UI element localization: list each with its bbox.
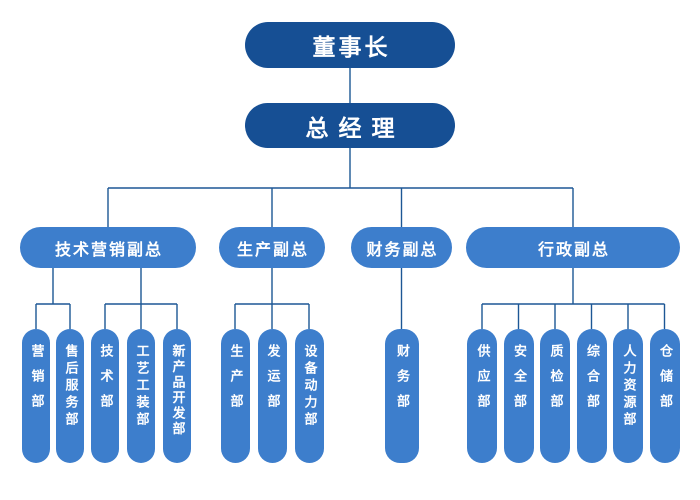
dept-node-quality-inspection: 质检部 bbox=[540, 329, 570, 463]
shipping-dept-label: 发运部 bbox=[264, 344, 280, 419]
after-sales-service-dept-label: 售后服务部 bbox=[62, 344, 78, 429]
org-node-chairman: 董事长 bbox=[245, 22, 455, 68]
chairman-label: 董事长 bbox=[312, 35, 391, 61]
admin-vp-label: 行政副总 bbox=[537, 239, 610, 259]
supply-dept-label: 供应部 bbox=[474, 344, 490, 419]
technology-dept-label: 技术部 bbox=[97, 344, 113, 419]
equipment-power-dept-label: 设备动力部 bbox=[301, 344, 317, 429]
human-resources-dept-label: 人力资源部 bbox=[620, 344, 636, 429]
dept-node-after-sales-service: 售后服务部 bbox=[56, 329, 84, 463]
org-node-admin-vp: 行政副总 bbox=[466, 227, 680, 268]
connector-vp-distribution bbox=[107, 187, 574, 227]
production-dept-label: 生产部 bbox=[227, 344, 243, 419]
dept-node-equipment-power: 设备动力部 bbox=[294, 329, 324, 463]
org-node-general-manager: 总经理 bbox=[245, 103, 455, 148]
dept-node-human-resources: 人力资源部 bbox=[613, 329, 643, 463]
general-manager-label: 总经理 bbox=[305, 115, 405, 142]
tech-marketing-vp-label: 技术营销副总 bbox=[54, 239, 163, 259]
general-affairs-dept-label: 综合部 bbox=[584, 344, 599, 419]
finance-vp-label: 财务副总 bbox=[366, 239, 439, 259]
org-node-tech-marketing-vp: 技术营销副总 bbox=[20, 227, 196, 268]
dept-node-supply: 供应部 bbox=[467, 329, 497, 463]
dept-node-shipping: 发运部 bbox=[257, 329, 287, 463]
connector-tech-marketing-left-branch bbox=[35, 268, 71, 329]
dept-node-general-affairs: 综合部 bbox=[576, 329, 607, 463]
dept-node-technology: 技术部 bbox=[91, 329, 119, 463]
marketing-dept-label: 营销部 bbox=[28, 344, 44, 419]
finance-dept-label: 财务部 bbox=[394, 344, 409, 419]
warehouse-dept-label: 仓储部 bbox=[657, 344, 672, 419]
new-product-development-dept-label: 新产品开发部 bbox=[169, 344, 185, 437]
dept-node-finance: 财务部 bbox=[384, 329, 419, 463]
connector-production-branch bbox=[234, 268, 310, 329]
quality-inspection-dept-label: 质检部 bbox=[547, 344, 563, 419]
org-node-finance-vp: 财务副总 bbox=[351, 227, 452, 268]
dept-node-safety: 安全部 bbox=[503, 329, 534, 463]
process-tooling-dept-label: 工艺工装部 bbox=[133, 344, 149, 429]
dept-node-warehouse: 仓储部 bbox=[649, 329, 680, 463]
connector-tech-marketing-right-branch bbox=[104, 268, 178, 329]
dept-node-production: 生产部 bbox=[220, 329, 250, 463]
dept-node-process-tooling: 工艺工装部 bbox=[127, 329, 155, 463]
dept-node-marketing: 营销部 bbox=[22, 329, 50, 463]
production-vp-label: 生产副总 bbox=[236, 239, 309, 259]
org-node-production-vp: 生产副总 bbox=[219, 227, 325, 268]
safety-dept-label: 安全部 bbox=[511, 344, 526, 419]
dept-node-new-product-development: 新产品开发部 bbox=[163, 329, 191, 463]
connector-admin-branch bbox=[481, 268, 666, 329]
